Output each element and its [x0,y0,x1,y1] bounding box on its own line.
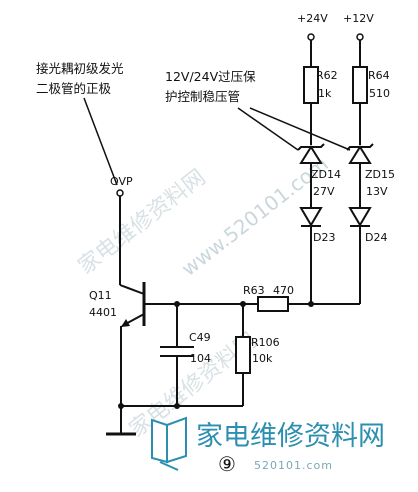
resistor-r64 [352,66,368,104]
zd14-label: ZD14 [311,168,341,181]
ovp-label: OVP [110,175,133,188]
zener-zd15 [348,145,372,164]
brand-logo [151,416,187,471]
zd14-value: 27V [313,185,335,198]
r64-value: 510 [369,87,390,100]
resistor-r106 [235,336,251,374]
diode-d23 [299,207,323,227]
zd15-label: ZD15 [365,168,395,181]
c49-value: 104 [190,352,211,365]
r106-label: R106 [251,336,280,349]
r63-label: R63 [243,284,265,297]
book-icon-right-page [166,416,187,464]
book-icon-base [159,461,179,471]
junction-ground-mid [174,403,180,409]
left-note-line1: 接光耦初级发光 [36,61,124,76]
rail-24v-terminal [307,33,315,41]
figure-mark: ⑨ [218,452,236,476]
junction-d23 [308,301,314,307]
q11-value: 4401 [89,306,117,319]
right-note-pointer-zd15 [249,107,351,151]
left-note-pointer [83,97,118,186]
q11-label: Q11 [89,289,112,302]
q11-collector [119,284,145,295]
d23-label: D23 [313,231,335,244]
zd15-value: 13V [366,185,388,198]
rail-12v-terminal [356,33,364,41]
resistor-r63 [257,296,289,312]
r63-value: 470 [273,284,294,297]
r64-label: R64 [368,69,390,82]
r106-value: 10k [252,352,273,365]
d24-label: D24 [365,231,387,244]
rail-12v-label: +12V [343,12,374,25]
zener-zd14-bar [297,143,325,151]
q11-emitter-arrow [121,319,130,327]
diode-d24 [348,207,372,227]
c49-label: C49 [189,331,211,344]
diagonal-watermark: 家电维修资料网 www.520101.com 家电维修资料网 [74,152,333,443]
rail-24v-label: +24V [297,12,328,25]
r62-value: 1k [318,87,332,100]
ovp-terminal [116,189,124,197]
brand-text: 家电维修资料网 [196,421,385,452]
zener-zd15-bar [346,143,374,151]
r62-label: R62 [316,69,338,82]
brand-url: 520101.com [254,459,333,472]
right-note-line1: 12V/24V过压保 [165,69,256,84]
right-note-pointer-zd14 [237,107,299,151]
right-note-line2: 护控制稳压管 [165,89,240,104]
left-note-line2: 二极管的正极 [36,81,112,96]
